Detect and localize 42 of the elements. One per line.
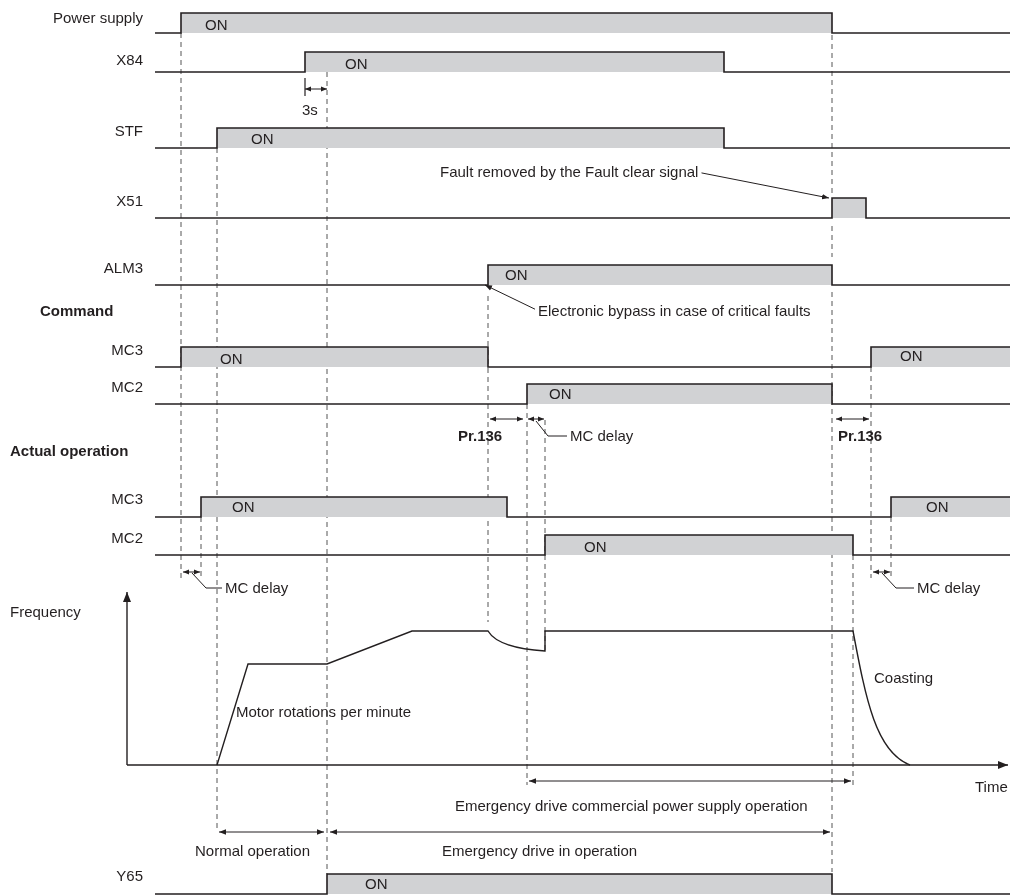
signal-name: X84 — [116, 51, 143, 69]
signal-name: MC3 — [111, 490, 143, 508]
phase-label: Normal operation — [195, 842, 311, 860]
parameter-label: Pr.136 — [838, 427, 883, 445]
annotation-text: MC delay — [225, 579, 289, 597]
leader-line — [484, 284, 536, 310]
parameter-label: Pr.136 — [458, 427, 503, 445]
section-heading: Command — [40, 302, 114, 320]
phase-label: Emergency drive in operation — [442, 842, 638, 860]
annotation-text: MC delay — [917, 579, 981, 597]
state-label: ON — [549, 385, 572, 403]
signal-name: MC2 — [111, 378, 143, 396]
annotation-text: Electronic bypass in case of critical faults — [538, 302, 811, 320]
signal-name: MC2 — [111, 529, 143, 547]
duration-label: 3s — [302, 101, 318, 119]
phase-label: Emergency drive commercial power supply operation — [455, 797, 808, 815]
state-label: ON — [232, 498, 255, 516]
state-label: ON — [900, 347, 923, 365]
annotation-text: Motor rotations per minute — [236, 703, 412, 721]
signal-name: Y65 — [116, 867, 143, 885]
leader-line — [881, 572, 915, 589]
annotation-text: Coasting — [874, 669, 934, 687]
signal-name: X51 — [116, 192, 143, 210]
state-label: ON — [205, 16, 228, 34]
axis-label: Time — [975, 778, 1008, 796]
annotation-text: Fault removed by the Fault clear signal — [440, 163, 699, 181]
state-label: ON — [365, 875, 388, 893]
axis-label: Frequency — [10, 603, 81, 621]
annotation-text: MC delay — [570, 427, 634, 445]
section-heading: Actual operation — [10, 442, 129, 460]
signal-name: ALM3 — [103, 259, 143, 277]
state-label: ON — [926, 498, 949, 516]
signal-name: Power supply — [52, 9, 143, 27]
leader-line — [535, 420, 568, 437]
leader-line — [701, 172, 830, 200]
signal-name: STF — [114, 122, 143, 140]
state-label: ON — [251, 130, 274, 148]
state-label: ON — [345, 55, 368, 73]
state-label: ON — [584, 538, 607, 556]
leader-line — [191, 572, 223, 589]
state-label: ON — [220, 350, 243, 368]
signal-name: MC3 — [111, 341, 143, 359]
